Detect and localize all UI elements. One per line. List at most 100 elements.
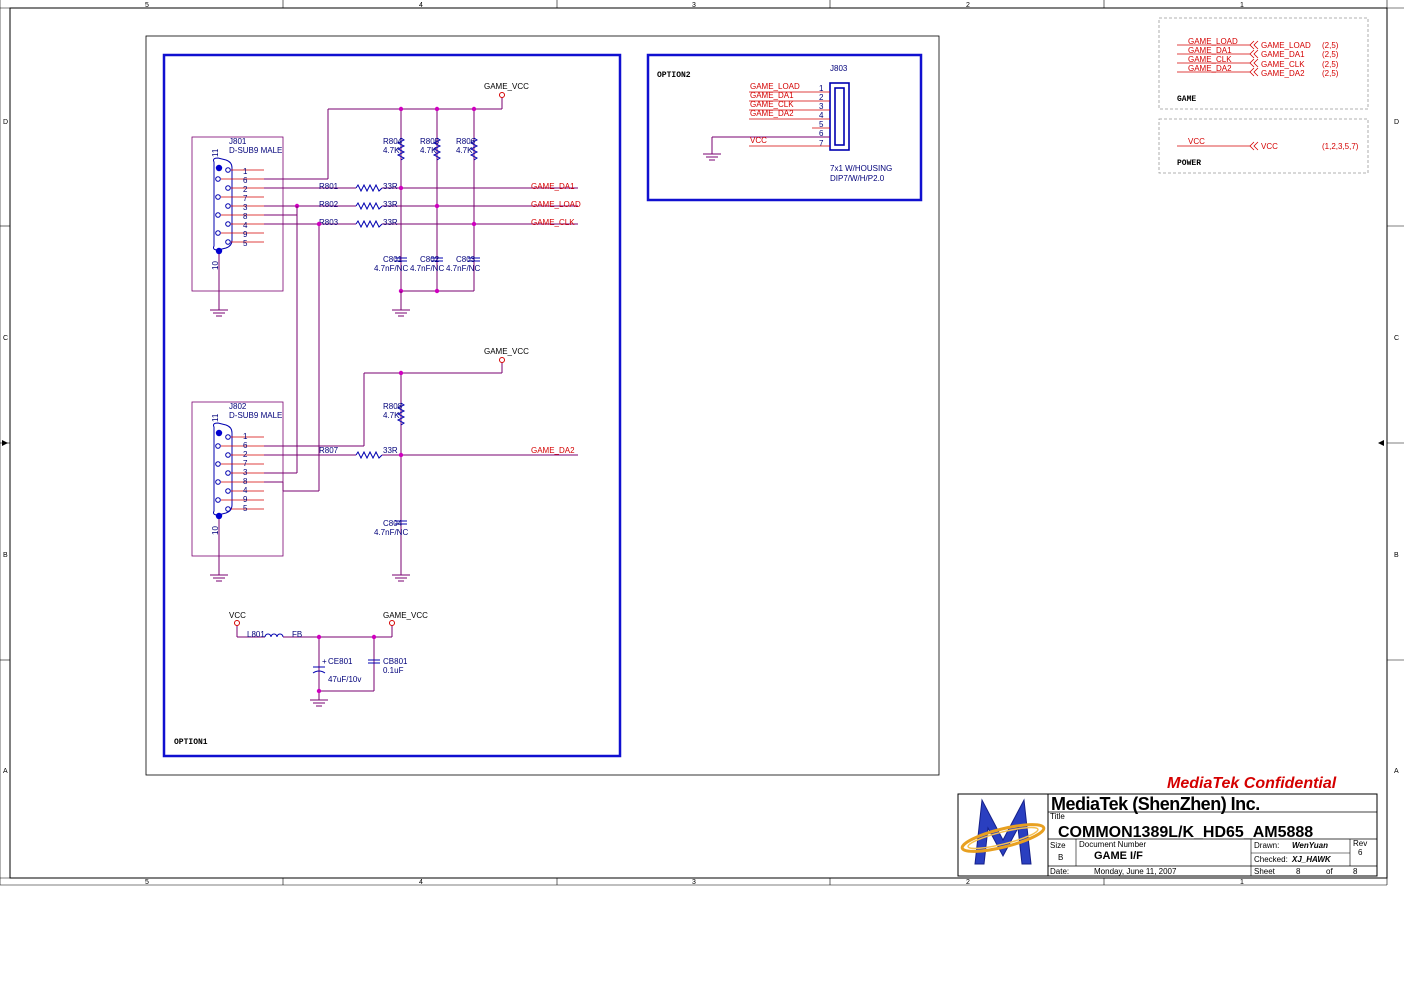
power-port-title: POWER [1177,159,1201,168]
c802-value: 4.7nF/NC [410,264,444,273]
cross-wires [264,206,322,492]
j802-pin-8: 8 [243,477,248,486]
j802-connector[interactable]: J802 D-SUB9 MALE 11 10 1 6 2 7 3 8 4 9 5 [191,401,284,557]
date-value: Monday, June 11, 2007 [1094,867,1177,876]
c803-value: 4.7nF/NC [446,264,480,273]
port-game-da1: GAME_DA1 [1261,50,1305,59]
checked-label: Checked: [1254,855,1288,864]
j802-pin-3: 3 [243,468,248,477]
port-net-game-load: GAME_LOAD [1188,37,1238,46]
j801-pin-8: 8 [243,212,248,221]
net-game-da2: GAME_DA2 [531,446,575,455]
j802-pin-9: 9 [243,495,248,504]
c802-ref: C802 [420,255,440,264]
j802-desc: D-SUB9 MALE [229,411,282,420]
zone-top-2: 2 [966,2,970,9]
r802-ref: R802 [319,200,339,209]
power-port-pages: (1,2,3,5,7) [1322,142,1359,151]
j802-pin-5: 5 [243,504,248,513]
row-right-a: A [1394,768,1399,775]
zone-top-5: 5 [145,2,149,9]
r803-value: 33R [383,218,398,227]
drawing-title: COMMON1389L/K_HD65_AM5888 [1058,824,1313,841]
c804-value: 4.7nF/NC [374,528,408,537]
row-right-b: B [1394,552,1399,559]
r804-value: 4.7K [383,146,400,155]
j801-desc: D-SUB9 MALE [229,146,282,155]
j803-net-game-da1: GAME_DA1 [750,91,794,100]
j803-ref: J803 [830,64,848,73]
r808-ref: R808 [383,402,403,411]
power-port-vcc: VCC [1261,142,1278,151]
zone-top-3: 3 [692,2,696,9]
zone-bottom-4: 4 [419,879,423,886]
of-label: of [1326,867,1333,876]
ce801-value: 47uF/10v [328,675,361,684]
j801-connector[interactable]: J801 D-SUB9 MALE 11 10 1 6 2 7 3 8 4 9 5 [191,136,284,292]
sheet-border [0,0,1404,886]
zone-top-1: 1 [1240,2,1244,9]
drawn-value: WenYuan [1292,841,1328,850]
j801-pin-11: 11 [211,148,220,157]
j803-pin-4: 4 [819,111,824,120]
game-port-block: GAME_LOAD GAME_DA1 GAME_CLK GAME_DA2 GAM… [1158,17,1369,110]
j803-pin-5: 5 [819,120,824,129]
r803-ref: R803 [319,218,339,227]
c803-ref: C803 [456,255,476,264]
row-left-c: C [3,335,8,342]
j803-net-game-load: GAME_LOAD [750,82,800,91]
docnum-value: GAME I/F [1094,850,1143,862]
option2-label: OPTION2 [657,71,691,80]
j801-pin-9: 9 [243,230,248,239]
j803-pin-6: 6 [819,129,824,138]
l801-value: FB [292,630,302,639]
ground-symbol [210,254,228,317]
j801-pin-7: 7 [243,194,248,203]
title-label: Title [1050,812,1065,821]
drawn-label: Drawn: [1254,841,1279,850]
j802-ref: J802 [229,402,247,411]
mediatek-logo [960,798,1046,865]
port-net-game-clk: GAME_CLK [1188,55,1232,64]
j801-pin-2: 2 [243,185,248,194]
j801-pin-10: 10 [211,261,220,270]
r807-ref: R807 [319,446,339,455]
port-game-load: GAME_LOAD [1261,41,1311,50]
j801-pin-1: 1 [243,167,248,176]
r802-value: 33R [383,200,398,209]
cb801-ref: CB801 [383,657,408,666]
option1-frame [162,53,622,758]
content-frame [145,35,940,776]
port-pages-game-clk: (2,5) [1322,60,1339,69]
net-game-load: GAME_LOAD [531,200,581,209]
r804-ref: R804 [383,137,403,146]
c804-ref: C804 [383,519,403,528]
sheet-label: Sheet [1254,867,1276,876]
j802-pin-4: 4 [243,486,248,495]
checked-value: XJ_HAWK [1291,855,1332,864]
j801-pin-4: 4 [243,221,248,230]
rev-label: Rev [1353,839,1367,848]
port-pages-game-da1: (2,5) [1322,50,1339,59]
confidential-label: MediaTek Confidential [1167,775,1337,792]
j801-pin-6: 6 [243,176,248,185]
j803-pin-1: 1 [819,84,824,93]
ce801-ref: CE801 [328,657,353,666]
j802-pin-7: 7 [243,459,248,468]
date-label: Date: [1050,867,1069,876]
svg-text:+: + [322,657,327,666]
j802-pin-11: 11 [211,413,220,422]
j803-header[interactable]: J803 7x1 W/HOUSING DIP7/W/H/P2.0 1 2 3 4… [819,64,892,183]
c801-value: 4.7nF/NC [374,264,408,273]
j803-pin-3: 3 [819,102,824,111]
r807-value: 33R [383,446,398,455]
r805-ref: R805 [420,137,440,146]
j803-desc1: 7x1 W/HOUSING [830,164,892,173]
company-name: MediaTek (ShenZhen) Inc. [1051,794,1260,814]
port-pages-game-da2: (2,5) [1322,69,1339,78]
r806-value: 4.7K [456,146,473,155]
port-net-game-da2: GAME_DA2 [1188,64,1232,73]
r806-ref: R806 [456,137,476,146]
net-game-clk: GAME_CLK [531,218,575,227]
r808-value: 4.7K [383,411,400,420]
